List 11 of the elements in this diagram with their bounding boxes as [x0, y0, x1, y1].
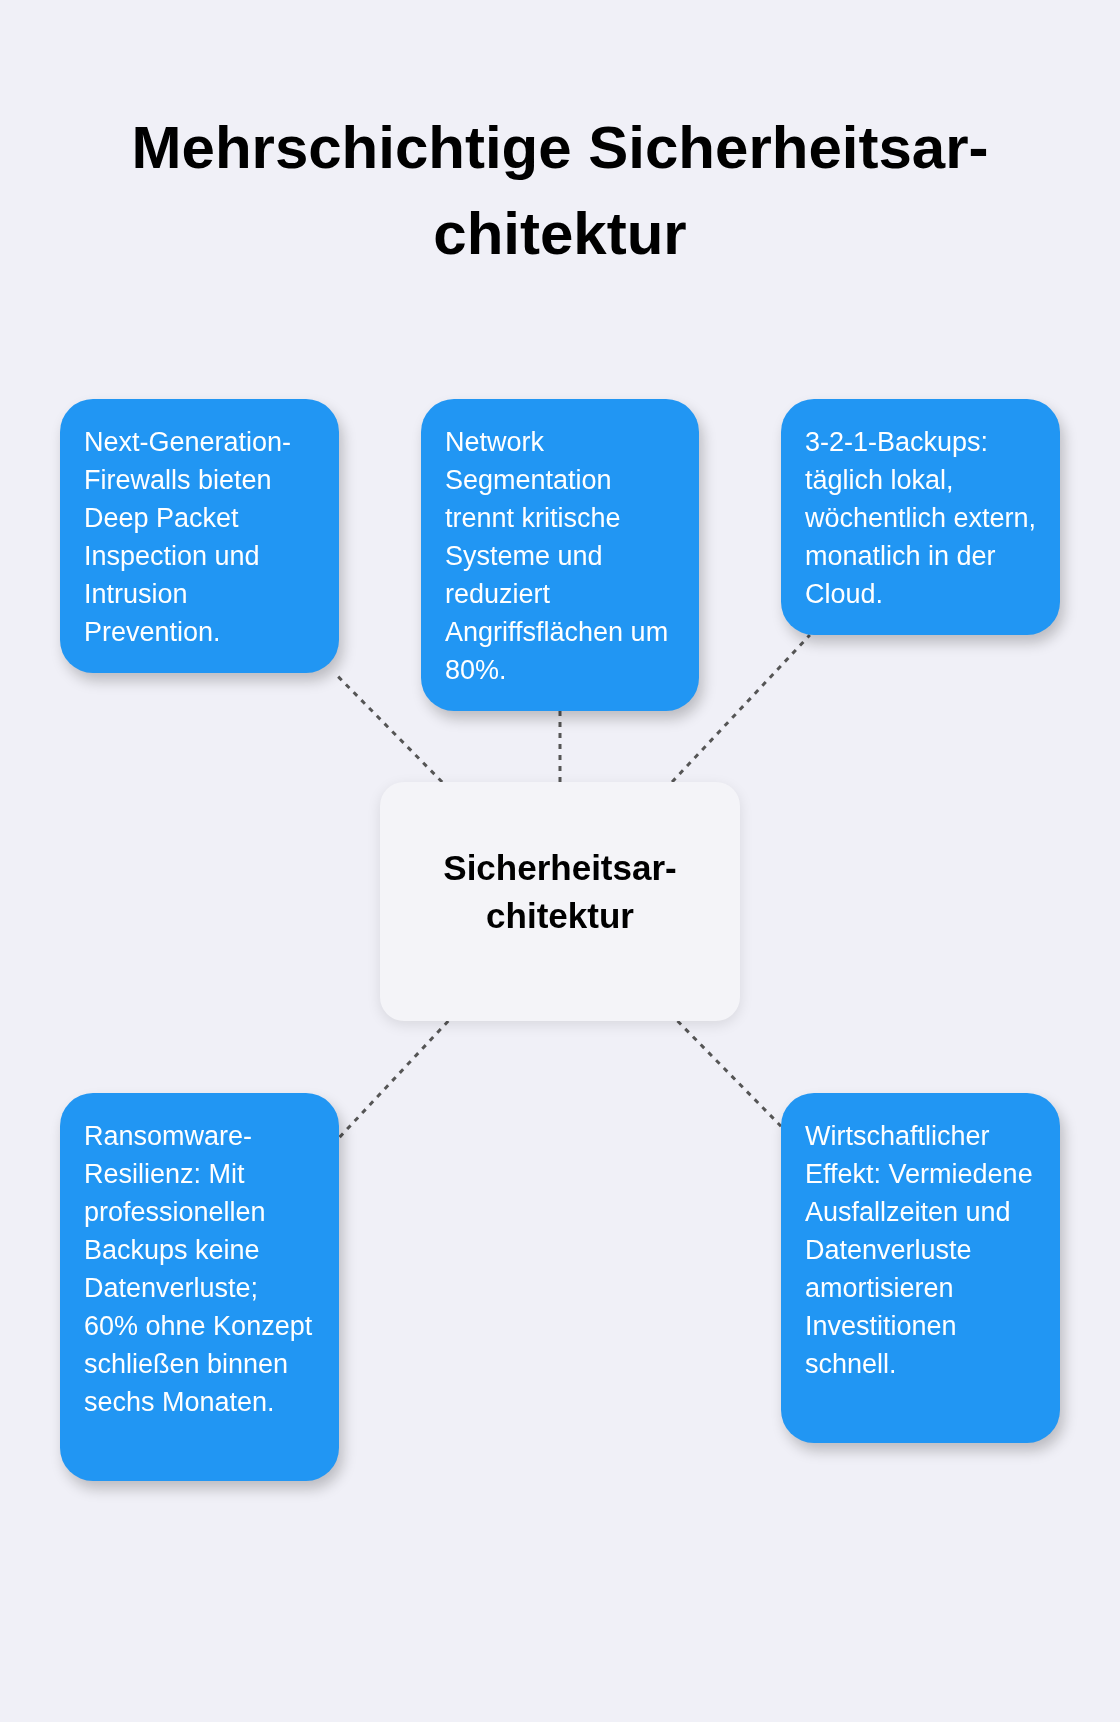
connector-line	[337, 1019, 450, 1139]
info-box: Next-Generation-Firewalls bieten Deep Packet Inspection und Intrusion Prevention.	[60, 399, 339, 673]
connector-line	[676, 1019, 783, 1128]
title: Mehrschichtige Sicherheitsar-chitektur	[130, 113, 990, 269]
center-box: Sicherheitsar-chitektur	[380, 782, 740, 1021]
info-box: Network Segmentation trennt kritische Systeme und reduziert Angriffsflächen um 80%.	[421, 399, 699, 711]
info-box: Ransomware-Resilienz: Mit professionellen Backups keine Datenverluste; 60% ohne Konzept schließen binnen sechs Monaten.	[60, 1093, 339, 1481]
info-box: 3-2-1-Backups: täglich lokal, wöchentlich extern, monatlich in der Cloud.	[781, 399, 1060, 635]
info-box: Wirtschaftlicher Effekt: Vermiedene Ausfallzeiten und Datenverluste amortisieren Investitionen schnell.	[781, 1093, 1060, 1443]
connector-line	[670, 633, 811, 784]
connector-line	[558, 711, 562, 782]
